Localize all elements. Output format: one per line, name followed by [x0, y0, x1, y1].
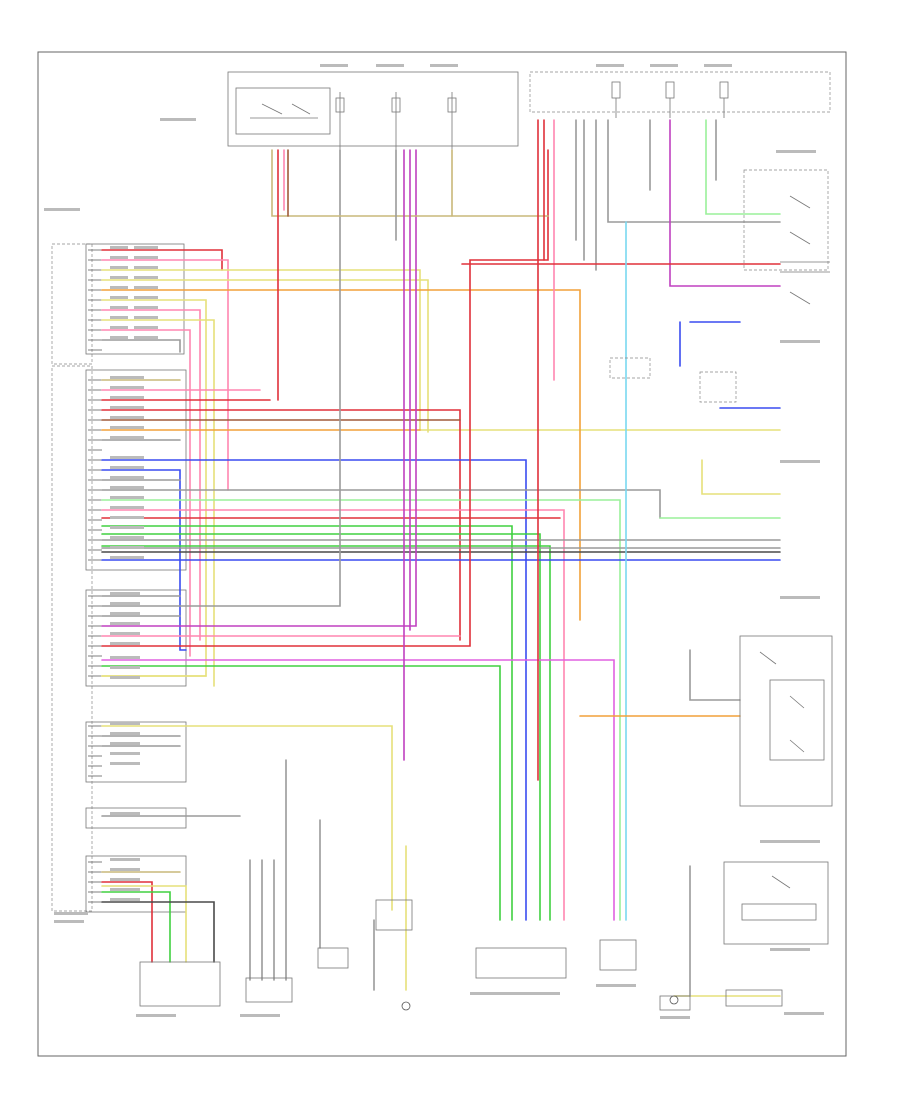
engine-control-module	[51, 243, 187, 913]
right-sensors	[609, 169, 830, 403]
bottom-components	[139, 899, 783, 1011]
instrument-panel-fuse-block	[529, 71, 831, 118]
engine-room-relay-block	[227, 71, 519, 150]
wire-harness	[101, 119, 781, 997]
diagram-frame	[37, 51, 847, 1057]
illegible-labels	[44, 64, 824, 1019]
combination-meter	[723, 861, 829, 945]
shift-position-switch	[739, 635, 833, 807]
